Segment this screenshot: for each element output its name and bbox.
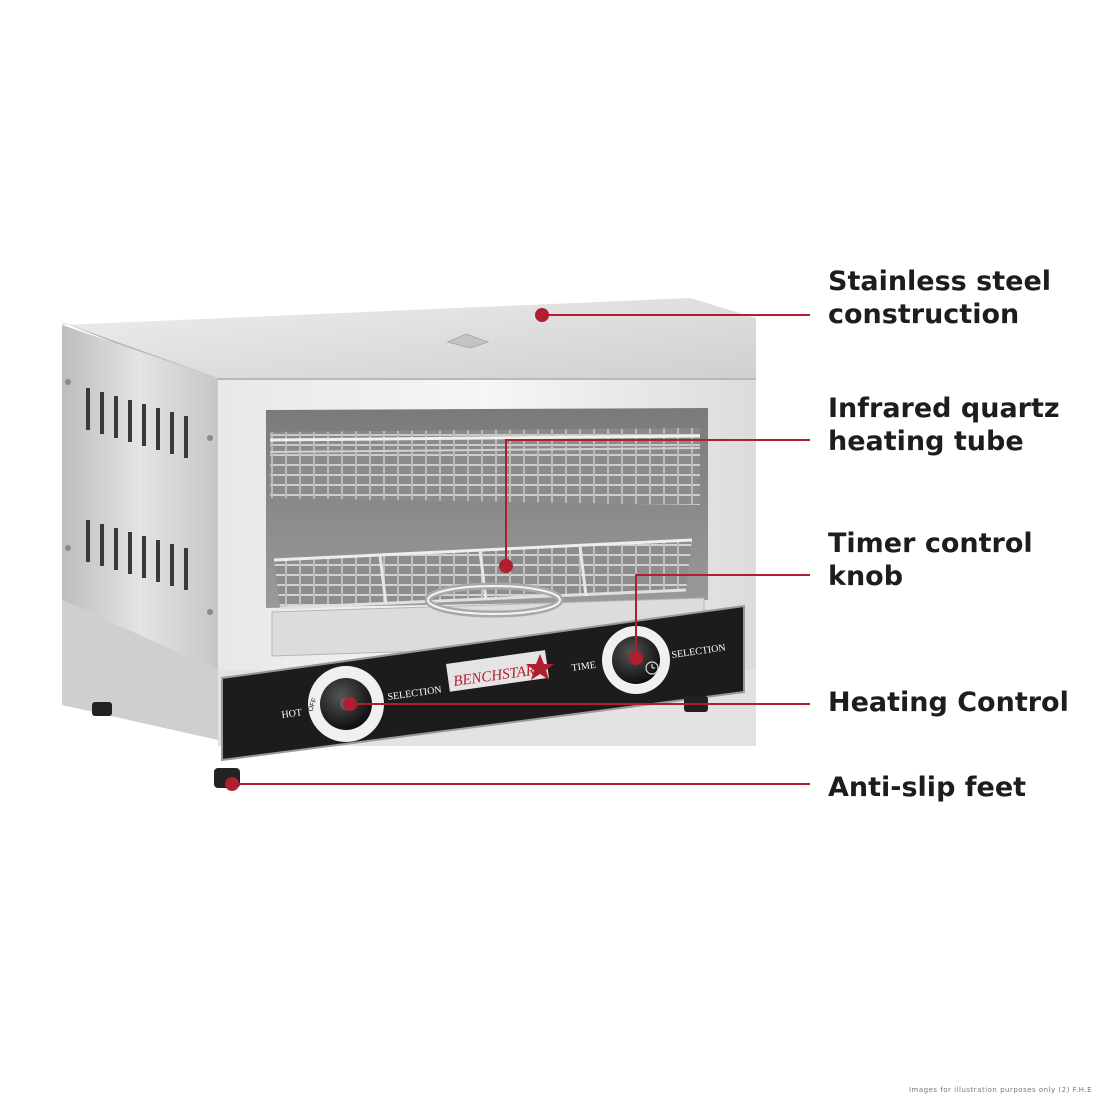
brand-star-icon [526,654,554,680]
disclaimer-text: Images for illustration purposes only (2… [908,1086,1092,1094]
callout-anti-slip-feet: Anti-slip feet [828,772,1027,803]
clock-icon [645,661,659,675]
off-label: OFF [307,697,318,713]
callout-heating-tube: Infrared quartz heating tube [828,393,1060,457]
callout-heating-control: Heating Control [828,687,1069,718]
callout-stainless-steel: Stainless steel construction [828,266,1052,330]
marker-feet [225,777,239,791]
marker-construction [535,308,549,322]
marker-heating-control [343,697,357,711]
toaster-side-panel [62,325,218,740]
callout-timer-knob: Timer control knob [828,528,1033,592]
callout-markers [225,308,643,791]
heating-chamber [266,408,708,610]
time-label: TIME [571,660,597,674]
marker-timer-knob [629,651,643,665]
hot-label: HOT [281,707,303,721]
callout-lines [232,314,810,785]
marker-heating-tube [499,559,513,573]
toaster-top [62,298,756,384]
